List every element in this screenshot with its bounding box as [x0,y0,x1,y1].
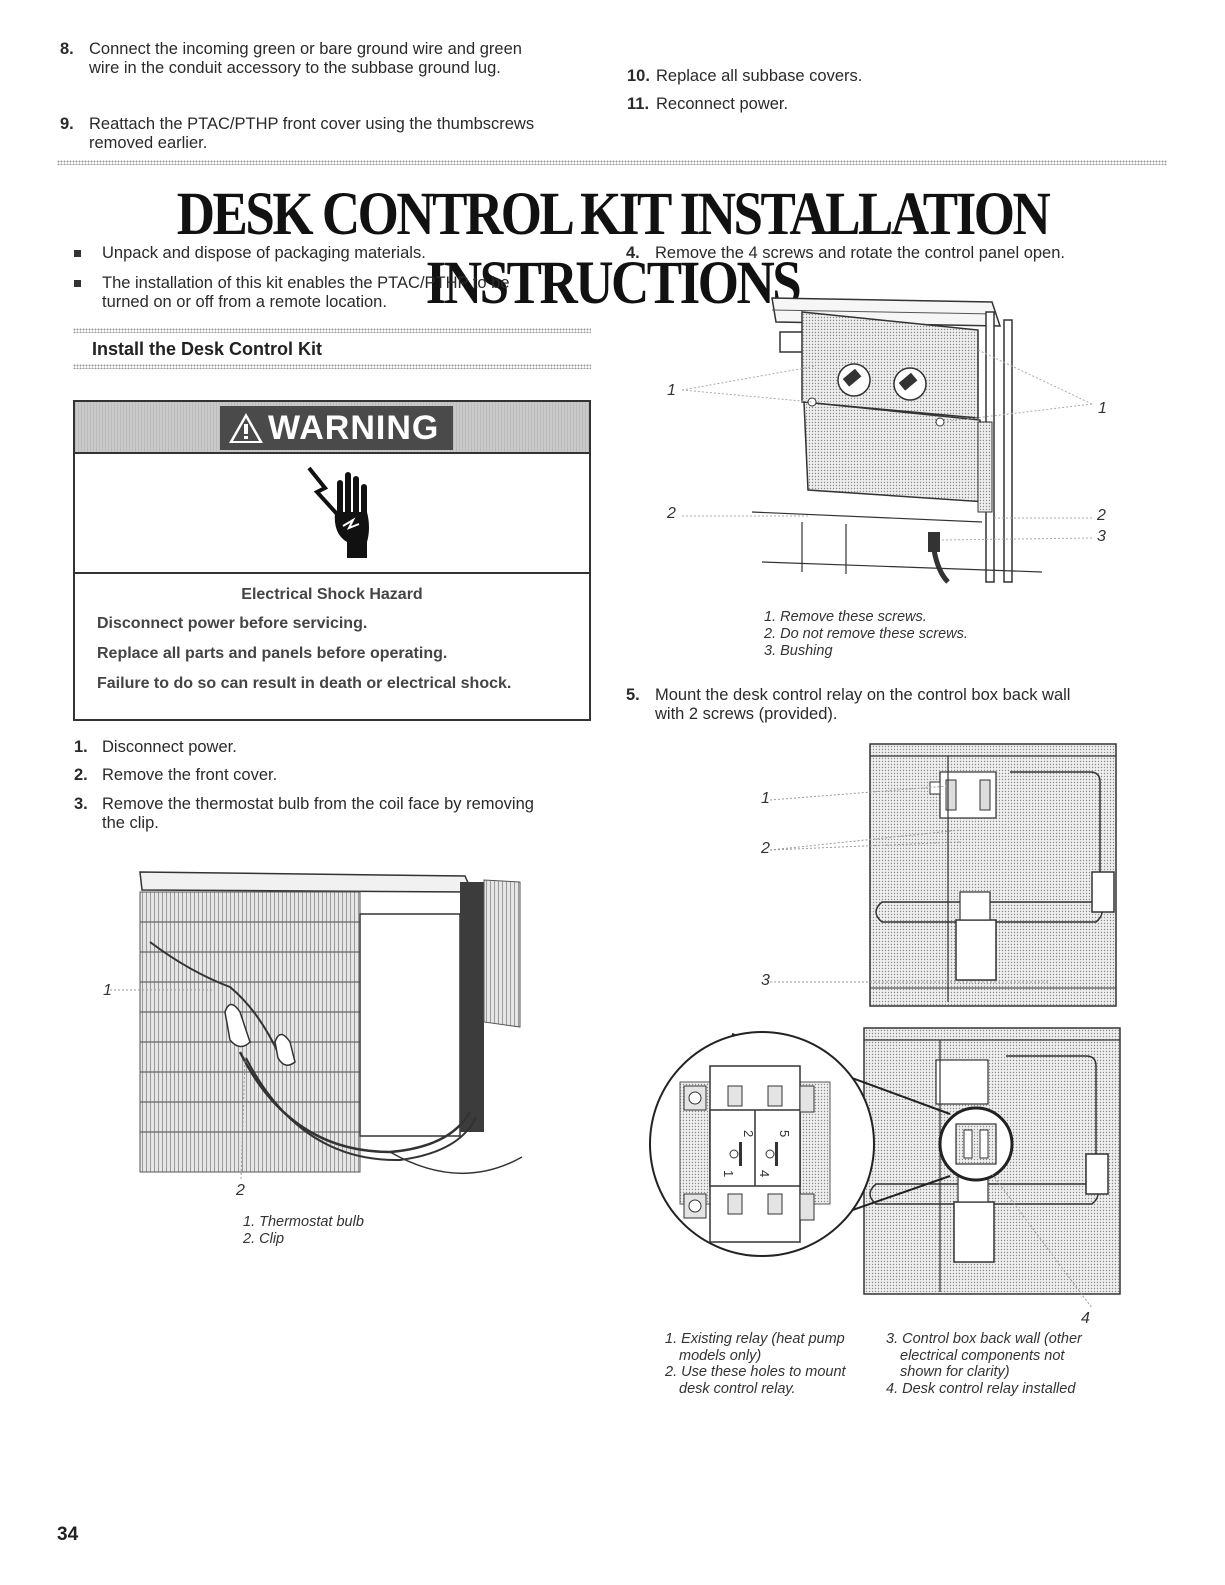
warning-triangle-icon [229,413,263,443]
divider [73,364,591,369]
divider [73,328,591,333]
page-number: 34 [57,1524,79,1545]
callout-label: 1 [761,790,770,807]
relay-terminal-label: 2 [741,1130,756,1137]
control-panel-illustration [681,297,1093,584]
section-heading: Install the Desk Control Kit [92,339,323,359]
step-number: 10. [627,67,650,85]
warning-line: Replace all parts and panels before oper… [97,645,448,662]
step-text: Replace all subbase covers. [656,67,863,85]
callout-label: 1 [1098,400,1107,417]
electric-shock-hand-icon [307,466,369,558]
step-number: 5. [626,686,640,704]
step-text: Reattach the PTAC/PTHP front cover using… [89,115,535,152]
hazard-title: Electrical Shock Hazard [241,586,423,603]
relay-installed-illustration: 2 5 1 4 [649,1027,1121,1309]
control-box-back-wall-illustration [769,743,1117,1007]
relay-terminal-label: 1 [721,1170,736,1177]
callout-label: 3 [761,972,770,989]
relay-terminal-label: 5 [777,1130,792,1137]
bullet-text: The installation of this kit enables the… [102,274,510,311]
callout-label: 2 [667,505,676,522]
step-number: 2. [74,766,88,784]
step-text: Remove the 4 screws and rotate the contr… [655,244,1065,262]
step-number: 8. [60,40,74,58]
divider [57,160,1167,165]
step-number: 3. [74,795,88,813]
callout-label: 4 [1081,1310,1090,1327]
callout-label: 2 [236,1182,245,1199]
step-text: Disconnect power. [102,738,237,756]
step-text: Mount the desk control relay on the cont… [655,686,1071,723]
step-text: Remove the thermostat bulb from the coil… [102,795,534,832]
step-number: 1. [74,738,88,756]
bullet-square-icon [74,250,81,257]
bullet-square-icon [74,280,81,287]
warning-label: WARNING [220,406,453,450]
callout-label: 2 [1097,507,1106,524]
thermostat-bulb-illustration [110,871,523,1181]
figure-caption: 3. Control box back wall (other electric… [886,1331,1082,1397]
step-number: 9. [60,115,74,133]
figure-caption: 1. Existing relay (heat pump models only… [665,1331,846,1397]
step-number: 4. [626,244,640,262]
warning-line: Disconnect power before servicing. [97,615,368,632]
step-text: Connect the incoming green or bare groun… [89,40,522,77]
step-number: 11. [627,95,650,113]
figure-caption: 1. Remove these screws. 2. Do not remove… [764,609,968,659]
step-text: Reconnect power. [656,95,789,113]
callout-label: 1 [103,982,112,999]
callout-label: 1 [667,382,676,399]
warning-line: Failure to do so can result in death or … [97,675,512,692]
figure-caption: 1. Thermostat bulb 2. Clip [243,1214,364,1247]
warning-pictogram-area [75,454,589,574]
bullet-text: Unpack and dispose of packaging material… [102,244,426,262]
callout-label: 3 [1097,528,1106,545]
warning-header: WARNING [75,402,589,454]
warning-box: WARNING Electrical Shock Hazard Disconne… [73,400,591,721]
page-title: DESK CONTROL KIT INSTALLATION INSTRUCTIO… [176,181,1051,317]
relay-terminal-label: 4 [757,1170,772,1177]
step-text: Remove the front cover. [102,766,278,784]
callout-label: 2 [761,840,770,857]
